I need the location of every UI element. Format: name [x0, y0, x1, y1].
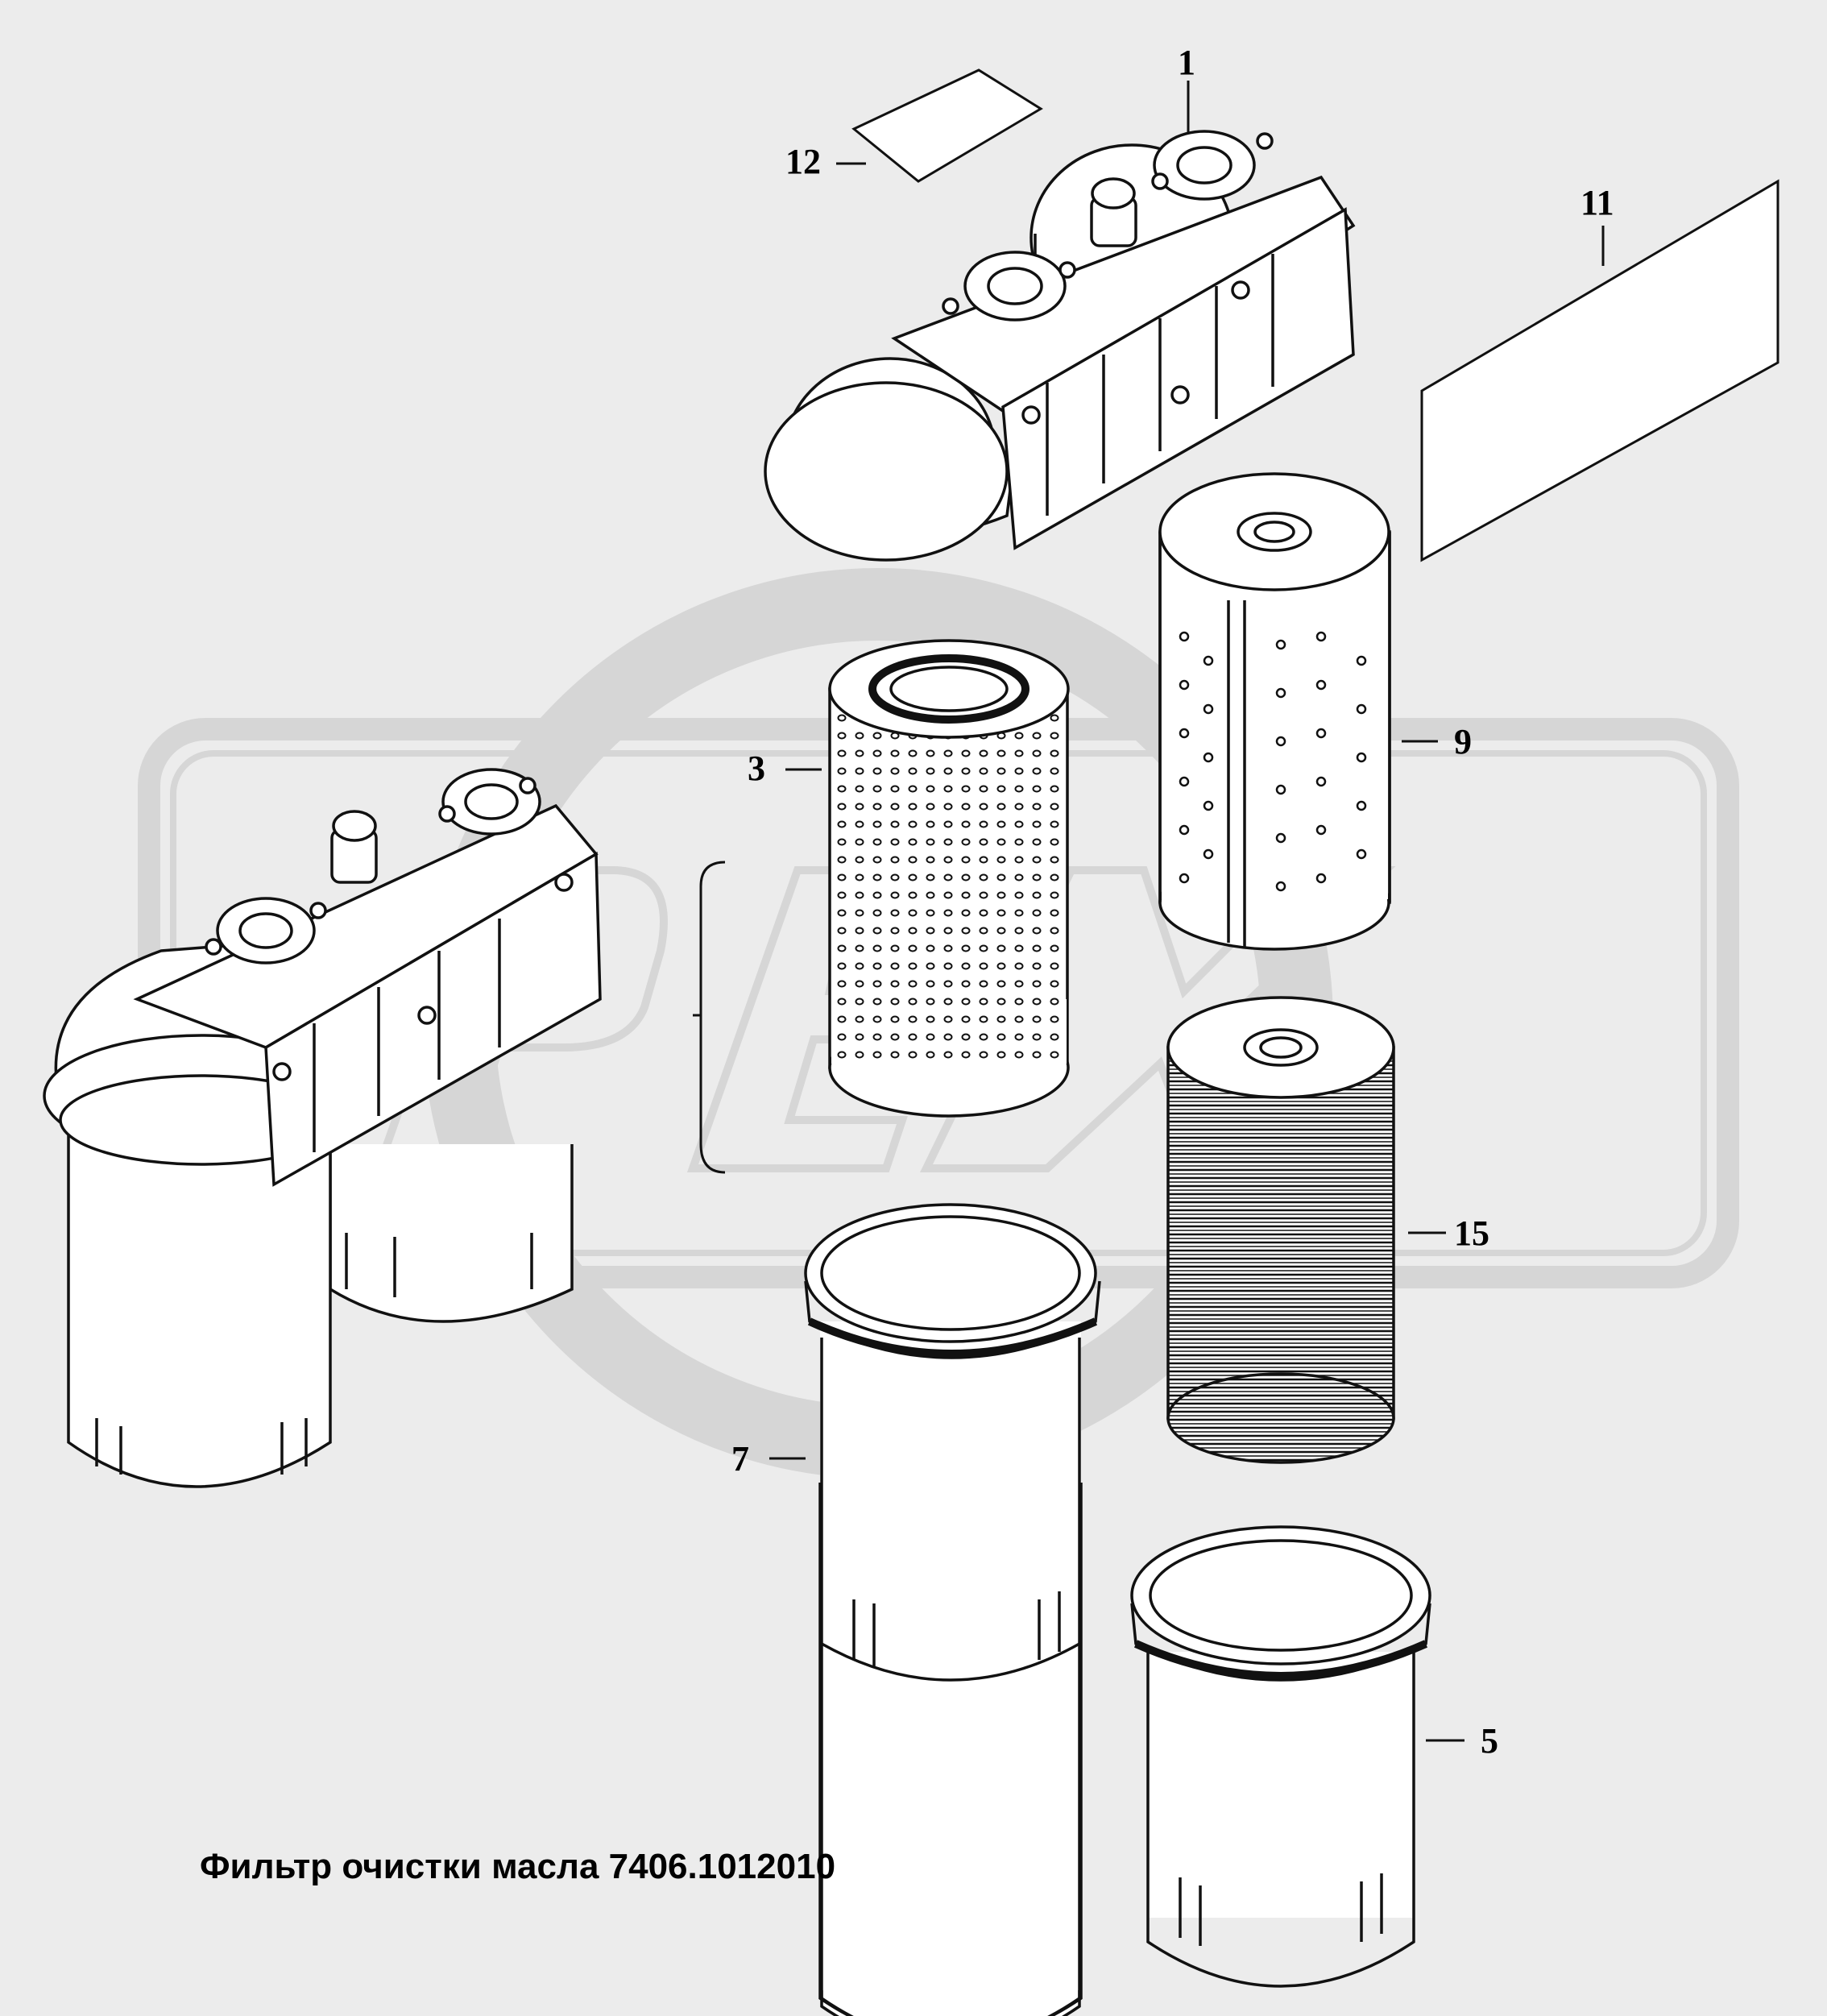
- part-11-plate: [1420, 179, 1779, 562]
- callout-3: 3: [748, 749, 765, 788]
- callout-11: 11: [1580, 183, 1614, 222]
- assembled-filter: [43, 768, 602, 1488]
- callout-5: 5: [1481, 1721, 1498, 1761]
- part-3-filter-element: [828, 639, 1070, 1118]
- part-12-gasket: [851, 68, 1043, 183]
- callout-9: 9: [1454, 722, 1472, 761]
- part-1-filter-housing: [764, 130, 1356, 562]
- part-5-cup: [1130, 1525, 1431, 1988]
- part-15-filter-element: [1166, 996, 1395, 1464]
- callout-labels: 1 12 11 3 9 15 7 5: [731, 43, 1614, 1761]
- leader-lines: [769, 81, 1605, 1742]
- callout-bracket: [693, 861, 726, 1174]
- callout-7: 7: [731, 1439, 749, 1479]
- diagram-caption: Фильтр очистки масла 7406.1012010: [200, 1847, 836, 1886]
- part-9-filter-element: [1158, 472, 1391, 951]
- callout-15: 15: [1454, 1213, 1489, 1253]
- callout-1: 1: [1178, 43, 1195, 82]
- part-7-cup: [804, 1203, 1101, 2016]
- callout-12: 12: [785, 142, 821, 181]
